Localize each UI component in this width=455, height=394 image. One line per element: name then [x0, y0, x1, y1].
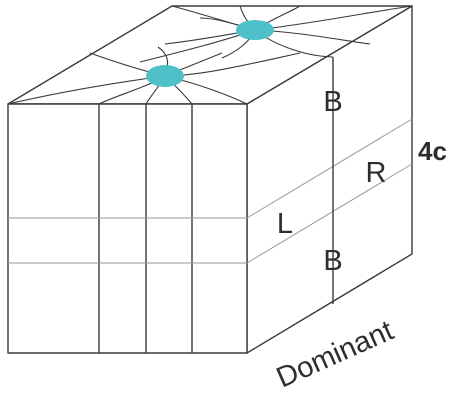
cube-front-face — [7, 103, 248, 354]
front-vertical-lines — [98, 104, 193, 353]
spindle-pole-back — [236, 20, 274, 40]
label-4c: 4c — [418, 136, 447, 166]
label-b-upper: B — [323, 86, 342, 118]
right-horizontal-guides — [246, 118, 413, 264]
label-r: R — [366, 157, 387, 189]
label-b-lower: B — [323, 245, 342, 277]
spindle-pole-front — [146, 65, 184, 87]
front-horizontal-guides — [8, 217, 247, 264]
label-l: L — [277, 208, 293, 240]
